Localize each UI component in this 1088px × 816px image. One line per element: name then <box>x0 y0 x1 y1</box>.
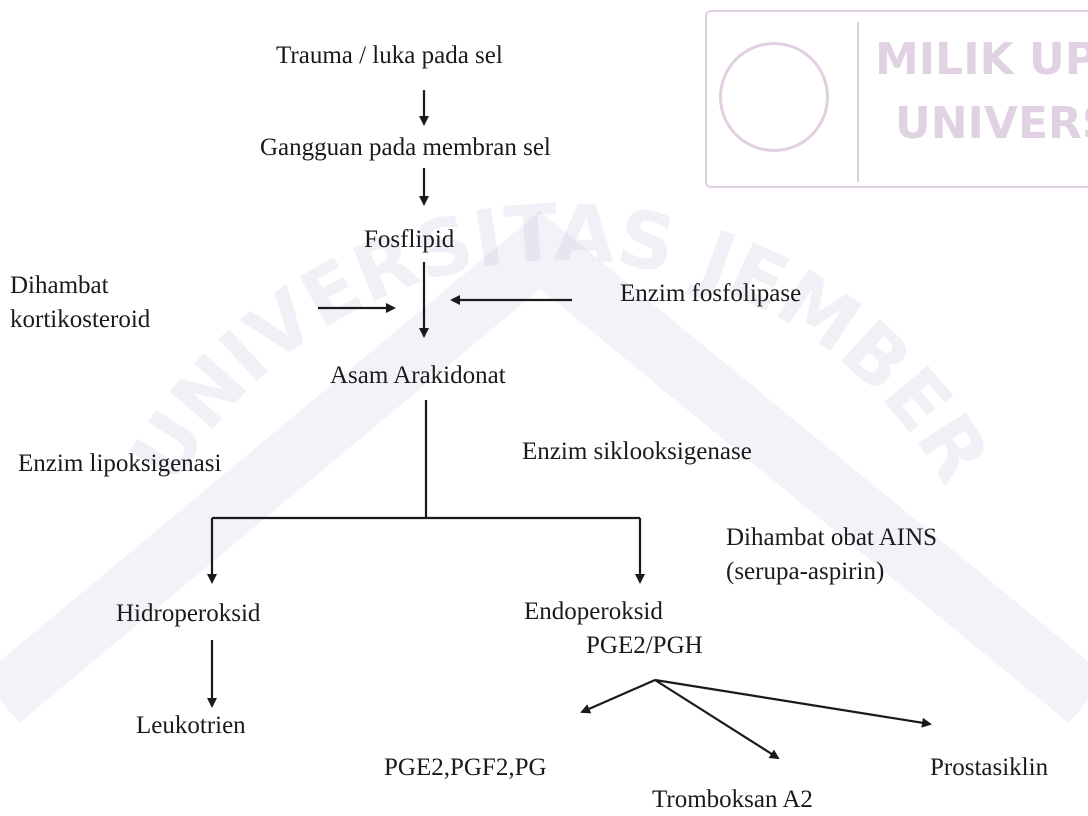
node-gangguan-membran: Gangguan pada membran sel <box>260 134 551 161</box>
stamp-divider <box>857 22 859 182</box>
library-stamp: MILIK UPT Perpustakaan UNIVERSITAS JEMBE… <box>705 10 1088 188</box>
stamp-line-2: UNIVERSITAS JEMBER <box>895 98 1088 149</box>
stamp-line-1: MILIK UPT Perpustakaan <box>875 34 1088 85</box>
label-enzim-siklooksigenase: Enzim siklooksigenase <box>522 438 752 465</box>
label-dihambat-line1: Dihambat <box>10 272 109 299</box>
arrow-to-tromboksan <box>654 679 780 760</box>
node-tromboksan-a2: Tromboksan A2 <box>652 786 813 813</box>
label-dihambat-ains-line1: Dihambat obat AINS <box>726 524 938 551</box>
node-pge2-pgf2-pg: PGE2,PGF2,PG <box>384 754 547 781</box>
node-prostasiklin: Prostasiklin <box>930 754 1049 781</box>
label-enzim-lipoksigenasi: Enzim lipoksigenasi <box>18 450 222 477</box>
node-hidroperoksid: Hidroperoksid <box>116 600 261 627</box>
label-kortikosteroid-line2: kortikosteroid <box>10 306 151 333</box>
label-enzim-fosfolipase: Enzim fosfolipase <box>620 280 802 307</box>
node-pge2-pgh: PGE2/PGH <box>586 632 703 659</box>
node-fosflipid: Fosflipid <box>364 226 455 253</box>
node-asam-arakidonat: Asam Arakidonat <box>330 362 506 389</box>
university-seal-icon <box>719 42 829 152</box>
node-endoperoksid: Endoperoksid <box>524 598 663 625</box>
label-dihambat-ains-line2: (serupa-aspirin) <box>726 558 885 585</box>
node-leukotrien: Leukotrien <box>136 712 246 739</box>
node-trauma: Trauma / luka pada sel <box>276 42 503 69</box>
arrow-to-prostasiklin <box>654 678 932 728</box>
arrow-to-pge2pgf2 <box>580 678 656 714</box>
